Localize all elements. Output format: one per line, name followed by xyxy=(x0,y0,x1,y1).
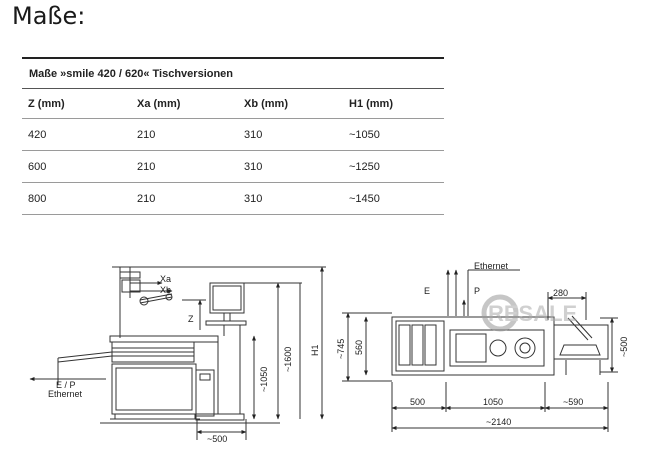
label-ethernet-top: Ethernet xyxy=(474,261,509,271)
resale-watermark: RESALE xyxy=(481,294,577,332)
label-e: E xyxy=(424,286,430,296)
table-row: 600 210 310 ~1250 xyxy=(22,150,444,182)
cell-xa: 210 xyxy=(137,192,156,205)
label-h1: H1 xyxy=(310,344,320,356)
cell-xb: 310 xyxy=(244,192,263,205)
cell-z: 600 xyxy=(28,160,47,173)
column-header-z: Z (mm) xyxy=(28,97,65,110)
dimensions-table: Maße »smile 420 / 620« Tischversionen Z … xyxy=(22,57,444,215)
table-header-row: Z (mm) Xa (mm) Xb (mm) H1 (mm) xyxy=(22,88,444,118)
cell-xb: 310 xyxy=(244,160,263,173)
table-title: Maße »smile 420 / 620« Tischversionen xyxy=(22,57,444,88)
watermark-text: RESALE xyxy=(488,301,577,326)
cell-h1: ~1050 xyxy=(349,128,380,141)
label-xa: Xa xyxy=(160,274,171,284)
label-xb: Xb xyxy=(160,285,171,295)
cell-xb: 310 xyxy=(244,128,263,141)
cell-h1: ~1450 xyxy=(349,192,380,205)
label-dim-1600: ~1600 xyxy=(283,347,293,372)
cell-z: 420 xyxy=(28,128,47,141)
table-row: 420 210 310 ~1050 xyxy=(22,118,444,150)
label-dim-500-side: ~500 xyxy=(207,434,227,444)
column-header-h1: H1 (mm) xyxy=(349,97,394,110)
side-view-drawing xyxy=(29,266,326,440)
column-header-xa: Xa (mm) xyxy=(137,97,181,110)
label-dim-560: 560 xyxy=(354,340,364,355)
label-dim-745: ~745 xyxy=(336,339,346,359)
label-dim-500-bottom: 500 xyxy=(410,397,425,407)
label-dim-1050-bottom: 1050 xyxy=(483,397,503,407)
label-dim-2140: ~2140 xyxy=(486,417,511,427)
top-view-drawing xyxy=(342,269,618,432)
cell-h1: ~1250 xyxy=(349,160,380,173)
table-row: 800 210 310 ~1450 xyxy=(22,182,444,215)
label-dim-280: 280 xyxy=(553,288,568,298)
label-dim-1050-vertical: ~1050 xyxy=(259,367,269,392)
column-header-xb: Xb (mm) xyxy=(244,97,288,110)
page-heading: Maße: xyxy=(12,2,86,30)
cell-xa: 210 xyxy=(137,160,156,173)
label-ethernet-side: Ethernet xyxy=(48,389,83,399)
label-p: P xyxy=(474,286,480,296)
label-dim-500-right: ~500 xyxy=(619,337,629,357)
label-dim-590: ~590 xyxy=(563,397,583,407)
label-z: Z xyxy=(188,314,194,324)
label-e-p: E / P xyxy=(56,380,76,390)
cell-xa: 210 xyxy=(137,128,156,141)
cell-z: 800 xyxy=(28,192,47,205)
